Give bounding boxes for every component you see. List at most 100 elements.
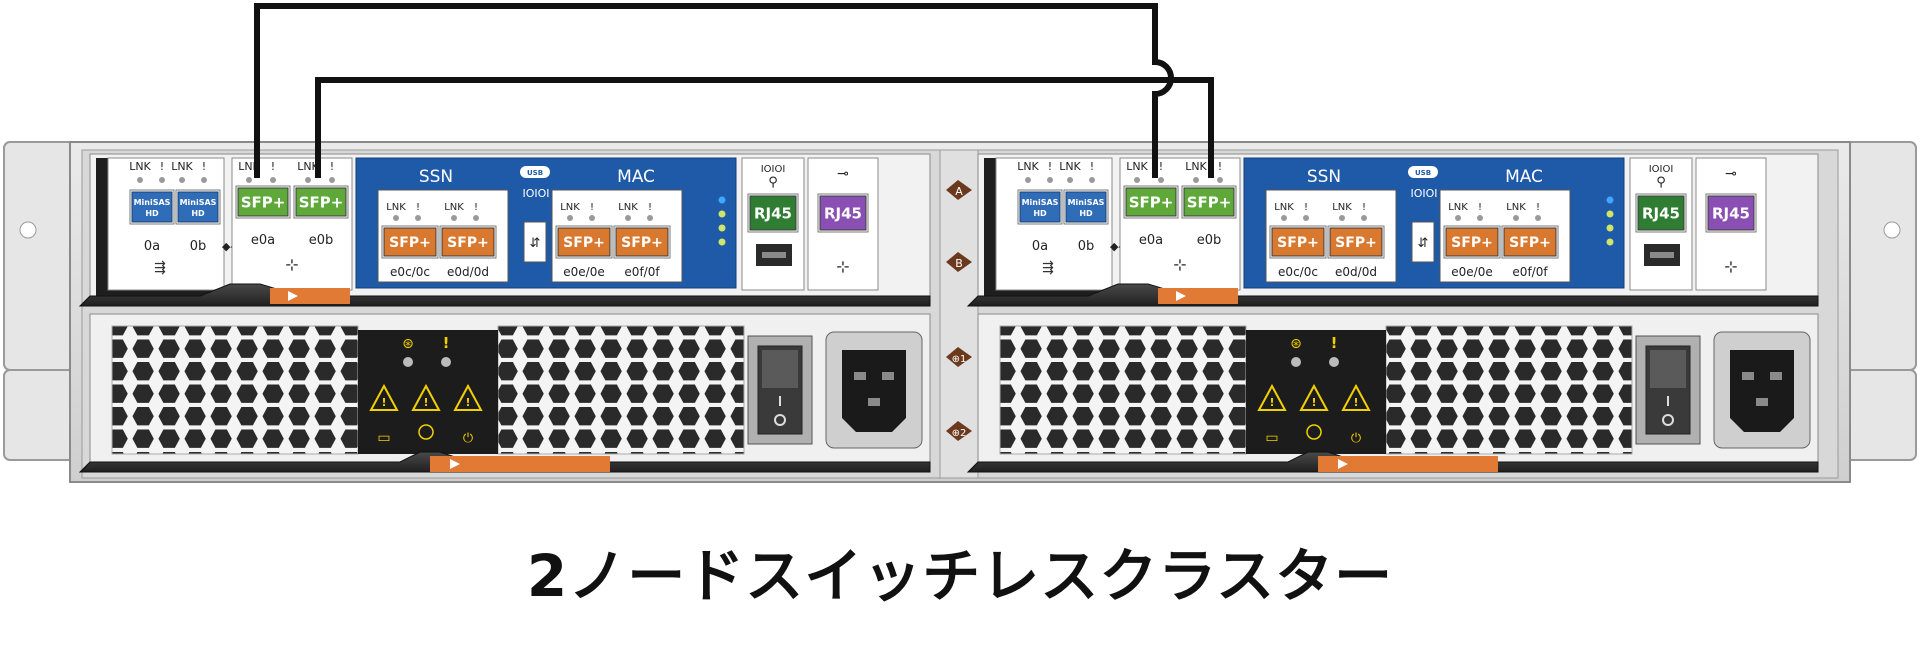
svg-text:LNK: LNK [297, 160, 319, 173]
svg-text:SFP+: SFP+ [299, 193, 344, 211]
cable-e0b [315, 77, 1214, 178]
svg-text:!: ! [271, 160, 275, 173]
ac-power-inlet[interactable] [1713, 331, 1811, 449]
sfp-port-e0e[interactable]: SFP+ [555, 225, 613, 259]
ioioi-icon: IOIOI [1649, 164, 1674, 175]
power-icon: ⏻ [1351, 431, 1361, 446]
power-supply-1: ⊛!!!!▭⏻ [78, 313, 931, 473]
sfp-port-e0b[interactable]: SFP+ [293, 185, 349, 219]
psu-handle[interactable] [78, 451, 931, 473]
sfp-port-e0d[interactable]: SFP+ [439, 225, 497, 259]
svg-text:HD: HD [1079, 209, 1093, 218]
minisas-port-label: 0b [1078, 239, 1095, 254]
sfp-port-e0c[interactable]: SFP+ [1269, 225, 1327, 259]
sfp-port-e0a[interactable]: SFP+ [1123, 185, 1179, 219]
usb-port[interactable] [1644, 244, 1680, 266]
fan-grille [999, 325, 1247, 455]
sfp-port-e0a[interactable]: SFP+ [235, 185, 291, 219]
rj45-port-mgmt[interactable]: RJ45 [1635, 193, 1687, 233]
svg-text:SFP+: SFP+ [1187, 193, 1232, 211]
rj45-port-mgmt[interactable]: RJ45 [747, 193, 799, 233]
sfp-mezz-port-label: e0c/0c [390, 265, 430, 279]
svg-text:SFP+: SFP+ [621, 235, 663, 251]
usb-icon: ⚲ [1656, 175, 1666, 190]
sfp-mezz-port-label: e0e/0e [563, 265, 604, 279]
lnk-label: LNK [171, 160, 193, 173]
svg-text:!: ! [1159, 160, 1163, 173]
svg-text:HD: HD [1033, 209, 1047, 218]
power-switch[interactable] [747, 335, 813, 445]
usb-icon: ⚲ [768, 175, 778, 190]
sfp-port-e0c[interactable]: SFP+ [381, 225, 439, 259]
warning-icon [1341, 383, 1371, 411]
ioioi-icon: IOIOI [761, 164, 786, 175]
svg-text:RJ45: RJ45 [1712, 204, 1750, 222]
manual-icon: ▭ [1265, 430, 1278, 446]
rj45-port-service[interactable]: RJ45 [1705, 193, 1757, 233]
svg-text:!: ! [1362, 202, 1366, 213]
svg-text:SFP+: SFP+ [563, 235, 605, 251]
svg-text:!: ! [465, 396, 470, 409]
sfp-port-e0f[interactable]: SFP+ [1501, 225, 1559, 259]
sfp-port-label: e0b [309, 233, 334, 248]
lnk-label: LNK [129, 160, 151, 173]
sfp-port-e0f[interactable]: SFP+ [613, 225, 671, 259]
svg-text:SFP+: SFP+ [1129, 193, 1174, 211]
manual-icon: ▭ [377, 430, 390, 446]
usb-port[interactable] [756, 244, 792, 266]
svg-text:LNK: LNK [618, 202, 638, 213]
svg-text:!: ! [1478, 202, 1482, 213]
controller-handle[interactable] [78, 283, 931, 307]
sas-icon: ⇶ [1042, 260, 1054, 276]
svg-text:SFP+: SFP+ [1509, 235, 1551, 251]
network-icon: ⊹ [836, 257, 849, 276]
power-icon: ⏻ [463, 431, 473, 446]
controller-handle[interactable] [966, 283, 1819, 307]
fault-label: ! [202, 160, 206, 173]
sfp-port-e0d[interactable]: SFP+ [1327, 225, 1385, 259]
sfp-port-e0e[interactable]: SFP+ [1443, 225, 1501, 259]
sfp-mezz-port-label: e0e/0e [1451, 265, 1492, 279]
svg-text:MiniSAS: MiniSAS [134, 198, 171, 207]
svg-text:!: ! [1536, 202, 1540, 213]
svg-text:!: ! [474, 202, 478, 213]
svg-text:LNK: LNK [386, 202, 406, 213]
sfp-port-e0b[interactable]: SFP+ [1181, 185, 1237, 219]
ac-ok-icon: ⊛ [1290, 336, 1302, 352]
usb-badge: USB [527, 169, 543, 177]
network-icon: ⊹ [1724, 257, 1737, 276]
svg-text:!: ! [1353, 396, 1358, 409]
svg-text:!: ! [590, 202, 594, 213]
center-label-psu2: ⊕2 [952, 428, 967, 439]
center-label-a: A [955, 185, 963, 198]
svg-text:!: ! [1218, 160, 1222, 173]
center-label-b: B [955, 257, 963, 270]
svg-text:LNK: LNK [1506, 202, 1526, 213]
warning-icon [1257, 383, 1287, 411]
power-switch[interactable] [1635, 335, 1701, 445]
sfp-port-label: e0b [1197, 233, 1222, 248]
sfp-mezz-port-label: e0d/0d [447, 265, 489, 279]
psu-handle[interactable] [966, 451, 1819, 473]
svg-text:LNK: LNK [444, 202, 464, 213]
svg-text:RJ45: RJ45 [754, 204, 792, 222]
rj45-port-service[interactable]: RJ45 [817, 193, 869, 233]
mac-label: MAC [617, 167, 655, 187]
ac-ok-icon: ⊛ [402, 336, 414, 352]
fault-icon: ! [443, 334, 450, 352]
sas-icon: ⇶ [154, 260, 166, 276]
svg-text:LNK: LNK [1332, 202, 1352, 213]
svg-text:LNK: LNK [1126, 160, 1148, 173]
fan-grille [1385, 325, 1633, 455]
ac-power-inlet[interactable] [825, 331, 923, 449]
warning-icon [369, 383, 399, 411]
wrench-icon: ⊸ [1725, 166, 1737, 182]
fault-icon: ! [1331, 334, 1338, 352]
usb-badge: USB [1415, 169, 1431, 177]
minisas-port-label: 0b [190, 239, 207, 254]
